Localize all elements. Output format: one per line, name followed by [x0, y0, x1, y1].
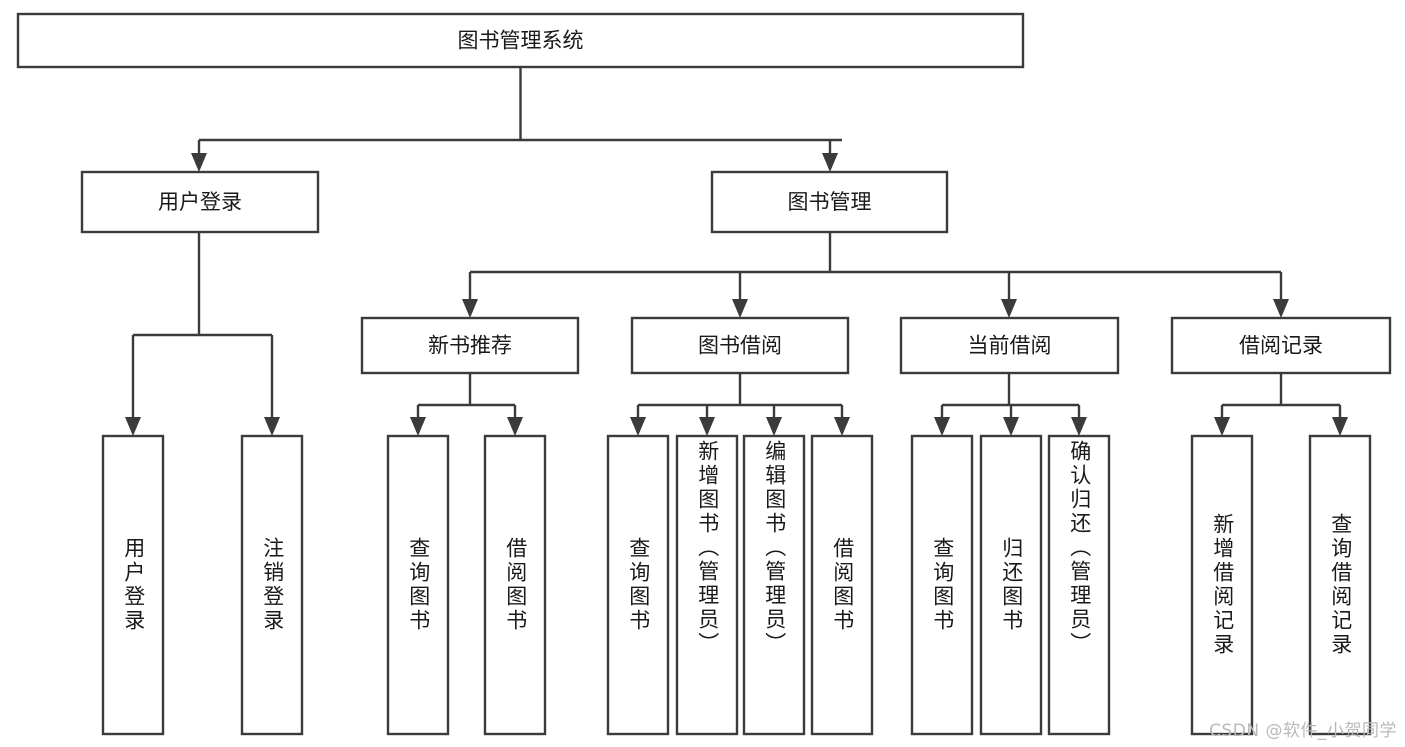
arrow-leaf-query-book-current-icon — [934, 417, 950, 436]
arrow-leaf-edit-book-admin-icon — [766, 417, 782, 436]
node-box-leaf-add-book-admin[interactable] — [675, 434, 739, 736]
node-box-leaf-confirm-return-admin[interactable] — [1047, 434, 1111, 736]
node-box-leaf-user-logout[interactable] — [240, 434, 304, 736]
arrow-current-borrow-icon — [1001, 299, 1017, 318]
node-box-root[interactable] — [16, 12, 1025, 69]
node-box-leaf-return-book[interactable] — [979, 434, 1043, 736]
node-label-borrow-record: 借阅记录 — [1239, 334, 1323, 358]
arrow-leaf-confirm-return-admin-icon — [1071, 417, 1087, 436]
node-box-leaf-user-login[interactable] — [101, 434, 165, 736]
node-box-leaf-query-book-borrow[interactable] — [606, 434, 670, 736]
connectors-layer — [131, 67, 1342, 419]
arrow-leaf-add-book-admin-icon — [699, 417, 715, 436]
arrow-borrow-record-icon — [1273, 299, 1289, 318]
watermark: CSDN @软件_小贺同学 — [1209, 721, 1397, 741]
arrow-leaf-query-book-borrow-icon — [630, 417, 646, 436]
arrow-leaf-borrow-book-icon — [834, 417, 850, 436]
node-box-book-management[interactable] — [710, 170, 949, 234]
node-box-user-login[interactable] — [80, 170, 320, 234]
node-label-user-login: 用户登录 — [158, 190, 242, 214]
arrow-leaf-return-book-icon — [1003, 417, 1019, 436]
arrow-leaf-add-borrow-record-icon — [1214, 417, 1230, 436]
arrow-leaf-user-logout-icon — [264, 417, 280, 436]
node-box-current-borrow[interactable] — [899, 316, 1120, 375]
arrow-book-borrow-icon — [732, 299, 748, 318]
node-box-leaf-borrow-book[interactable] — [810, 434, 874, 736]
node-box-borrow-record[interactable] — [1170, 316, 1392, 375]
node-label-current-borrow: 当前借阅 — [968, 334, 1052, 358]
node-box-new-book-recommend[interactable] — [360, 316, 580, 375]
arrow-heads-layer — [125, 153, 1348, 436]
arrow-leaf-query-borrow-record-icon — [1332, 417, 1348, 436]
arrow-user-login-icon — [191, 153, 207, 172]
node-boxes-layer — [16, 12, 1392, 736]
arrow-leaf-borrow-book-recommend-icon — [507, 417, 523, 436]
node-label-book-management: 图书管理 — [788, 190, 872, 214]
node-box-leaf-add-borrow-record[interactable] — [1190, 434, 1254, 736]
node-label-new-book-recommend: 新书推荐 — [428, 334, 512, 358]
arrow-leaf-user-login-icon — [125, 417, 141, 436]
arrow-leaf-query-book-recommend-icon — [410, 417, 426, 436]
node-box-book-borrow[interactable] — [630, 316, 850, 375]
node-box-leaf-query-book-current[interactable] — [910, 434, 974, 736]
node-box-leaf-edit-book-admin[interactable] — [742, 434, 806, 736]
node-label-book-borrow: 图书借阅 — [698, 334, 782, 358]
node-box-leaf-query-borrow-record[interactable] — [1308, 434, 1372, 736]
arrow-new-book-recommend-icon — [462, 299, 478, 318]
node-label-root: 图书管理系统 — [458, 29, 584, 53]
arrow-book-management-icon — [822, 153, 838, 172]
node-box-leaf-query-book-recommend[interactable] — [386, 434, 450, 736]
node-box-leaf-borrow-book-recommend[interactable] — [483, 434, 547, 736]
